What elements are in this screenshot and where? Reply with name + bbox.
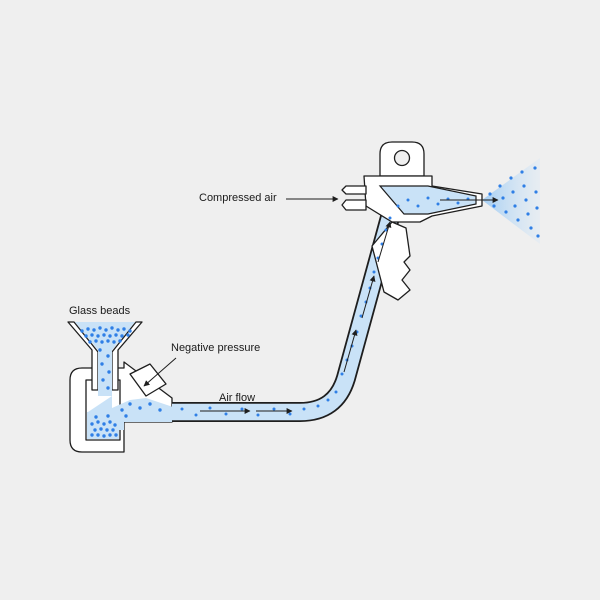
negative-pressure-label: Negative pressure — [171, 342, 261, 354]
glass-beads-label: Glass beads — [69, 305, 131, 317]
negative-pressure-leader — [143, 357, 177, 387]
spray-gun — [341, 141, 483, 301]
side-port — [129, 363, 167, 397]
flow-arrows — [200, 197, 499, 414]
compressed-air-label: Compressed air — [199, 192, 277, 204]
air-flow-label: Air flow — [219, 392, 256, 404]
spray-cone — [482, 158, 540, 244]
hose — [172, 207, 402, 422]
gun-flow-channel — [378, 185, 477, 215]
glass-bead-dots — [80, 166, 540, 438]
